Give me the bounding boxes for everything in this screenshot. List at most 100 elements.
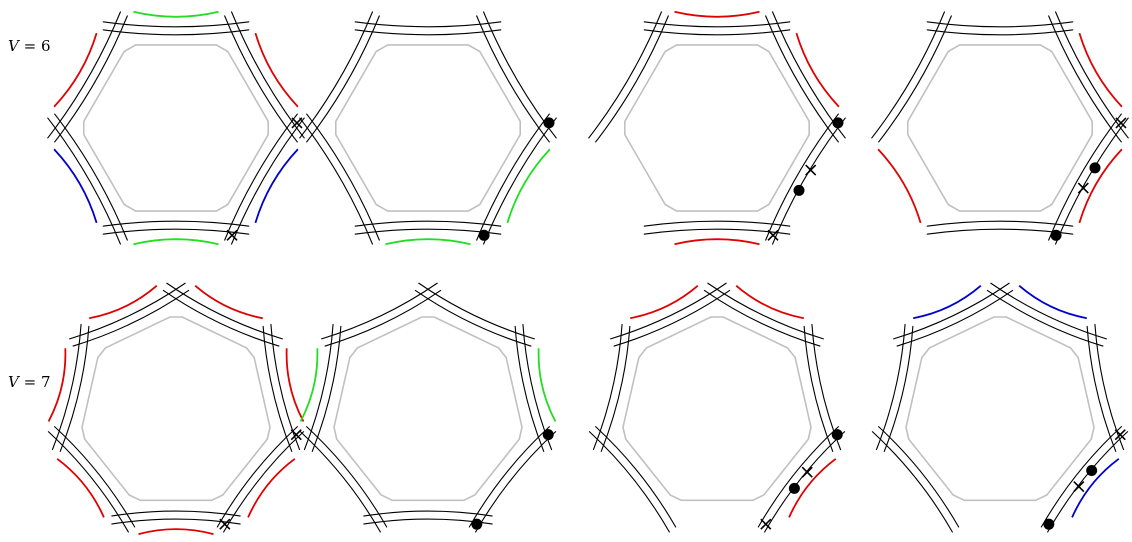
grid-line: [53, 113, 129, 241]
inner-loop: [81, 316, 271, 502]
arc-green: [133, 238, 219, 246]
panel-7: [588, 282, 846, 533]
dot-marker: [1089, 162, 1101, 174]
cross-marker: [760, 518, 772, 530]
panel-6: [299, 282, 557, 533]
grid-line: [53, 15, 129, 143]
grid-line: [414, 289, 532, 347]
arc-red: [1078, 32, 1123, 108]
grid-line: [363, 510, 493, 517]
grid-line: [877, 425, 960, 528]
grid-line: [305, 425, 388, 528]
grid-line: [600, 325, 631, 453]
cross-marker: [1115, 117, 1127, 129]
cross-marker: [1077, 182, 1089, 194]
grid-line: [771, 117, 846, 245]
inner-loop: [905, 316, 1095, 502]
grid-line: [111, 510, 241, 517]
grid-line: [102, 21, 250, 28]
grid-line: [926, 220, 1074, 227]
grid-line: [926, 21, 1074, 28]
grid-line: [986, 289, 1104, 347]
grid-line: [1047, 15, 1123, 143]
cross-marker: [290, 429, 302, 441]
grid-line: [707, 282, 824, 340]
cross-marker: [226, 229, 238, 241]
grid-line: [262, 325, 293, 453]
dot-marker: [788, 482, 800, 494]
grid-line: [1094, 324, 1125, 451]
grid-line: [1086, 325, 1117, 453]
grid-line: [47, 11, 122, 139]
grid-line: [610, 282, 727, 340]
grid-line: [875, 324, 906, 451]
arc-red: [56, 458, 105, 518]
grid-line: [223, 113, 299, 241]
grid-line: [896, 289, 1014, 347]
grid-line: [303, 324, 334, 451]
grid-line: [324, 289, 442, 347]
arc-red: [1078, 148, 1123, 224]
grid-line: [59, 325, 90, 453]
dot-marker: [471, 518, 483, 530]
row-label-v6: V = 6: [8, 37, 51, 55]
grid-line: [474, 430, 557, 533]
cross-marker: [767, 229, 779, 241]
panel-2: [299, 11, 557, 246]
grid-line: [588, 11, 663, 139]
arc-blue: [254, 148, 299, 224]
arc-green: [385, 238, 471, 246]
grid-line: [305, 15, 381, 143]
grid-line: [53, 425, 136, 528]
grid-line: [764, 113, 840, 241]
arc-red: [254, 32, 299, 108]
arc-red: [735, 285, 804, 320]
dot-marker: [832, 117, 844, 129]
grid-line: [305, 113, 381, 241]
grid-line: [102, 29, 250, 36]
row-label-eq: = 6: [18, 37, 51, 55]
grid-line: [299, 430, 382, 533]
dot-marker: [1086, 464, 1098, 476]
arc-red: [795, 32, 840, 108]
arc-blue: [1071, 458, 1120, 518]
cross-marker: [805, 164, 817, 176]
grid-line: [102, 228, 250, 235]
cross-marker: [1114, 429, 1126, 441]
grid-line: [47, 430, 130, 533]
inner-loop: [83, 44, 269, 212]
grid-line: [166, 282, 283, 340]
dot-marker: [793, 184, 805, 196]
inner-loop: [335, 44, 521, 212]
grid-line: [643, 220, 791, 227]
grid-line: [418, 282, 535, 340]
grid-line: [69, 282, 186, 340]
grid-line: [354, 220, 502, 227]
grid-line: [763, 430, 846, 533]
grid-line: [354, 21, 502, 28]
grid-line: [475, 15, 551, 143]
dot-marker: [1043, 518, 1055, 530]
panel-1: [47, 10, 305, 246]
row-label-var: V: [8, 373, 19, 391]
dot-marker: [1050, 229, 1062, 241]
arc-green: [506, 148, 551, 224]
arc-red: [877, 148, 922, 224]
grid-line: [321, 282, 438, 340]
grid-line: [222, 430, 305, 533]
grid-line: [162, 289, 280, 347]
panel-4: [871, 11, 1129, 245]
arc-blue: [1018, 285, 1087, 320]
grid-line: [871, 11, 946, 139]
grid-line: [588, 430, 671, 533]
arc-red: [285, 348, 305, 422]
grid-line: [354, 29, 502, 36]
grid-line: [990, 282, 1107, 340]
grid-line: [643, 228, 791, 235]
dot-marker: [543, 117, 555, 129]
dot-marker: [478, 229, 490, 241]
panel-8: [871, 282, 1129, 533]
panel-3: [588, 10, 846, 246]
grid-line: [803, 325, 834, 453]
